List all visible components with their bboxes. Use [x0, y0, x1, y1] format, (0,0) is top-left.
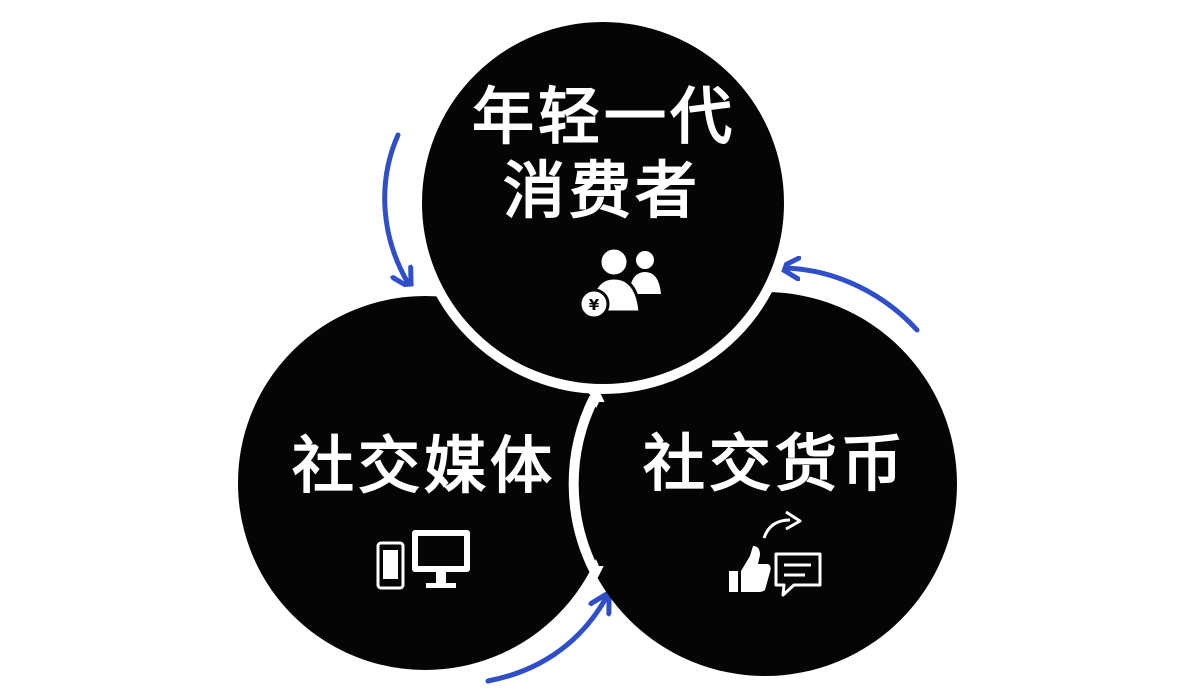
- circle-social-currency-edge: [568, 395, 599, 573]
- arrow-left-to-right: [485, 598, 606, 684]
- label-social-media: 社交媒体: [292, 429, 556, 502]
- circle-social-currency-fill-patch: [580, 402, 640, 566]
- label-consumers: 消费者: [503, 154, 701, 227]
- arrow-top-to-left: [382, 132, 408, 283]
- svg-text:¥: ¥: [589, 296, 600, 314]
- circle-young-consumers: [412, 12, 794, 394]
- consumer-users-yen-icon: ¥: [578, 246, 661, 320]
- devices-phone-monitor-icon: [376, 530, 470, 590]
- arrow-right-to-top: [786, 268, 920, 333]
- label-social-currency: 社交货币: [643, 427, 907, 500]
- circle-social-currency: [573, 292, 957, 676]
- label-young-generation: 年轻一代: [472, 80, 736, 153]
- like-comment-share-icon: [729, 510, 822, 597]
